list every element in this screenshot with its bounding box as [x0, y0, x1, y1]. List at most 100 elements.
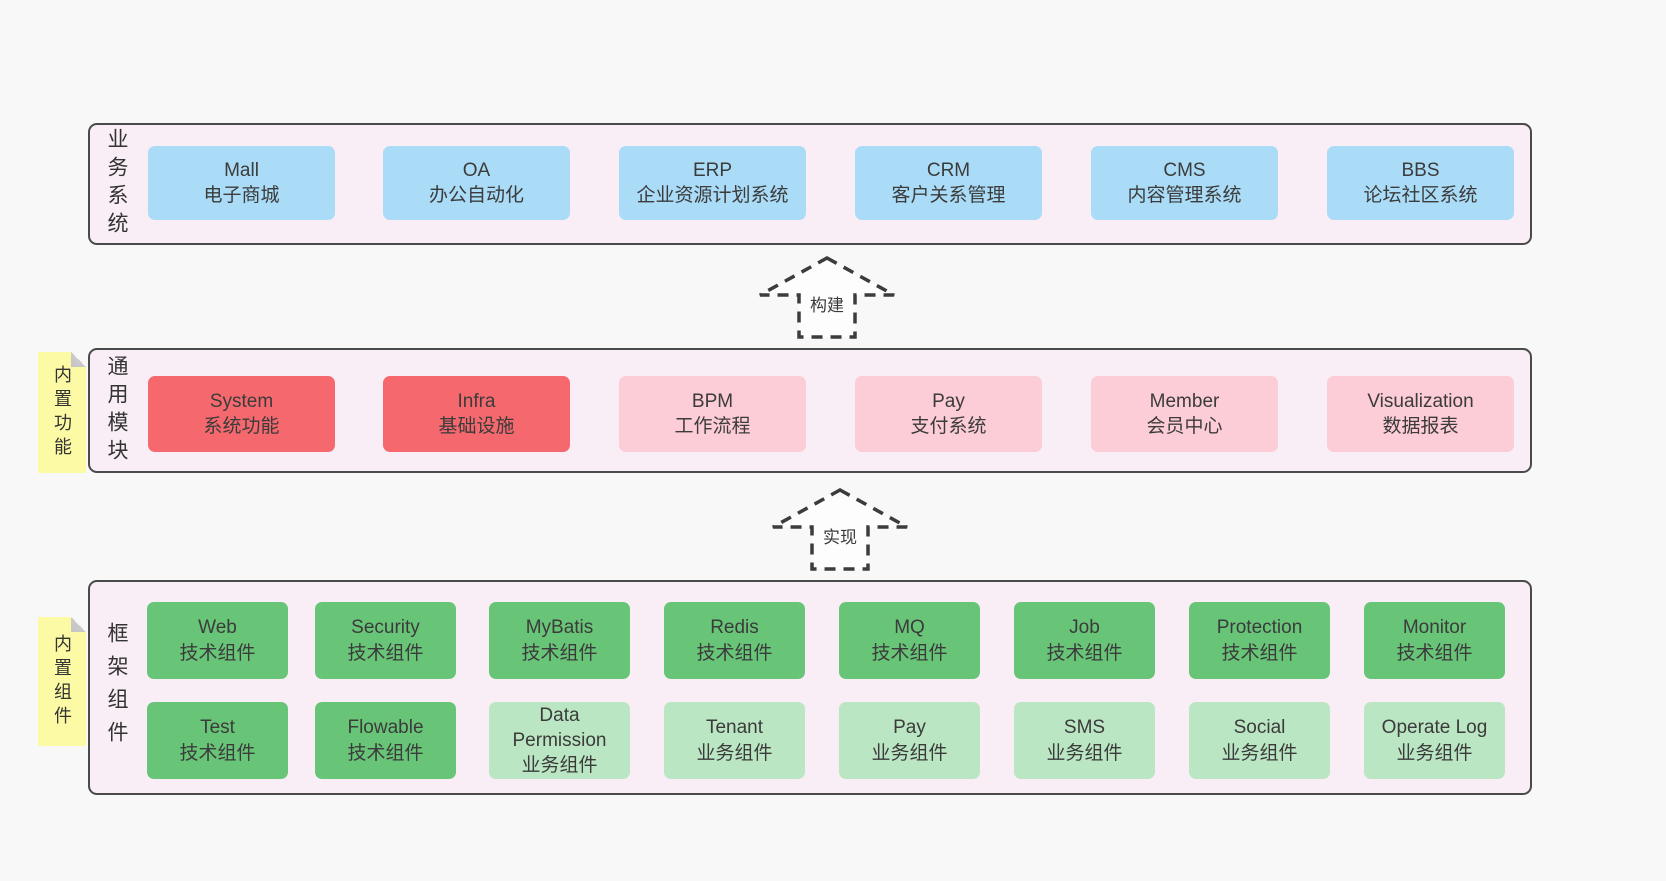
box-title: Infra — [457, 390, 496, 412]
module-box-infra: Infra 基础设施 — [383, 376, 570, 452]
box-subtitle: 电子商城 — [203, 185, 280, 206]
box-subtitle: 基础设施 — [438, 416, 515, 437]
box-subtitle: 办公自动化 — [428, 185, 524, 206]
component-box-redis: Redis 技术组件 — [664, 602, 805, 679]
component-box-test: Test 技术组件 — [147, 702, 288, 779]
module-box-member: Member 会员中心 — [1091, 376, 1278, 452]
component-box-mybatis: MyBatis 技术组件 — [489, 602, 630, 679]
band-business-systems: 业务系统 Mall 电子商城 OA 办公自动化 ERP 企业资源计划系统 CRM… — [88, 123, 1532, 245]
box-subtitle: 业务组件 — [696, 742, 773, 764]
box-subtitle: 技术组件 — [871, 642, 948, 664]
box-subtitle: 技术组件 — [1046, 642, 1123, 664]
component-box-mq: MQ 技术组件 — [839, 602, 980, 679]
box-subtitle: 业务组件 — [521, 755, 598, 777]
box-subtitle: 技术组件 — [347, 642, 424, 664]
component-box-pay: Pay 业务组件 — [839, 702, 980, 779]
arrow-implement-label: 实现 — [820, 523, 860, 548]
box-subtitle: 技术组件 — [179, 642, 256, 664]
box-subtitle: 数据报表 — [1382, 416, 1459, 437]
component-box-sms: SMS 业务组件 — [1014, 702, 1155, 779]
module-box-visualization: Visualization 数据报表 — [1327, 376, 1514, 452]
box-subtitle: 论坛社区系统 — [1363, 185, 1478, 206]
box-title: Security — [351, 617, 420, 639]
box-subtitle: 支付系统 — [910, 416, 987, 437]
arrow-implement: 实现 — [770, 487, 910, 573]
box-subtitle: 内容管理系统 — [1127, 185, 1242, 206]
system-box-bbs: BBS 论坛社区系统 — [1327, 146, 1514, 220]
sticky-note-built-in-components: 内置组件 — [38, 617, 86, 746]
folded-corner-icon — [71, 617, 86, 632]
box-title: MQ — [894, 617, 925, 639]
box-title: Pay — [893, 717, 926, 739]
box-title: System — [209, 390, 274, 412]
box-subtitle: 企业资源计划系统 — [636, 185, 789, 206]
box-subtitle: 工作流程 — [674, 416, 751, 437]
band-framework-components: 框架组件 Web 技术组件 Security 技术组件 MyBatis 技术组件… — [88, 580, 1532, 795]
box-title: Redis — [710, 617, 759, 639]
box-title: ERP — [692, 159, 733, 181]
box-title: Mall — [224, 159, 259, 181]
box-title: OA — [462, 159, 491, 181]
component-box-tenant: Tenant 业务组件 — [664, 702, 805, 779]
box-title: BBS — [1401, 159, 1440, 181]
box-title: SMS — [1063, 717, 1106, 739]
box-subtitle: 技术组件 — [347, 742, 424, 764]
system-box-oa: OA 办公自动化 — [383, 146, 570, 220]
module-box-bpm: BPM 工作流程 — [619, 376, 806, 452]
box-title: Test — [200, 717, 235, 739]
module-box-system: System 系统功能 — [148, 376, 335, 452]
system-box-mall: Mall 电子商城 — [148, 146, 335, 220]
box-title: Tenant — [705, 717, 764, 739]
box-title: Social — [1233, 717, 1286, 739]
component-box-flowable: Flowable 技术组件 — [315, 702, 456, 779]
band-label-common-modules: 通用模块 — [105, 354, 128, 467]
component-box-monitor: Monitor 技术组件 — [1364, 602, 1505, 679]
box-subtitle: 技术组件 — [1396, 642, 1473, 664]
box-title: Job — [1069, 617, 1100, 639]
component-box-social: Social 业务组件 — [1189, 702, 1330, 779]
box-subtitle: 系统功能 — [203, 416, 280, 437]
box-subtitle: 技术组件 — [1221, 642, 1298, 664]
component-box-security: Security 技术组件 — [315, 602, 456, 679]
box-subtitle: 业务组件 — [1046, 742, 1123, 764]
box-title: Flowable — [347, 717, 424, 739]
box-title: Monitor — [1402, 617, 1467, 639]
box-subtitle: 会员中心 — [1146, 416, 1223, 437]
box-title: Pay — [932, 390, 965, 412]
folded-corner-icon — [71, 352, 86, 367]
component-box-job: Job 技术组件 — [1014, 602, 1155, 679]
module-box-pay: Pay 支付系统 — [855, 376, 1042, 452]
band-label-framework-components: 框架组件 — [105, 621, 128, 754]
box-subtitle: 业务组件 — [1396, 742, 1473, 764]
arrow-build-label: 构建 — [807, 291, 847, 316]
box-title: CMS — [1163, 159, 1206, 181]
box-title: MyBatis — [525, 617, 594, 639]
component-box-data-permission: Data Permission 业务组件 — [489, 702, 630, 779]
box-subtitle: 业务组件 — [871, 742, 948, 764]
system-box-crm: CRM 客户关系管理 — [855, 146, 1042, 220]
component-box-operate-log: Operate Log 业务组件 — [1364, 702, 1505, 779]
box-title: Data Permission — [512, 704, 607, 751]
system-box-erp: ERP 企业资源计划系统 — [619, 146, 806, 220]
system-box-cms: CMS 内容管理系统 — [1091, 146, 1278, 220]
box-title: BPM — [691, 390, 734, 412]
box-title: Operate Log — [1381, 717, 1488, 739]
box-title: Protection — [1216, 617, 1303, 639]
component-box-web: Web 技术组件 — [147, 602, 288, 679]
box-title: Member — [1149, 390, 1220, 412]
sticky-note-built-in-features: 内置功能 — [38, 352, 86, 473]
box-subtitle: 技术组件 — [521, 642, 598, 664]
box-subtitle: 技术组件 — [696, 642, 773, 664]
sticky-note-text: 内置功能 — [52, 364, 72, 461]
box-subtitle: 技术组件 — [179, 742, 256, 764]
box-title: CRM — [926, 159, 971, 181]
box-title: Web — [198, 617, 237, 639]
arrow-build: 构建 — [757, 255, 897, 341]
band-label-business-systems: 业务系统 — [105, 128, 128, 240]
band-common-modules: 通用模块 System 系统功能 Infra 基础设施 BPM 工作流程 Pay… — [88, 348, 1532, 473]
box-subtitle: 客户关系管理 — [891, 185, 1006, 206]
box-title: Visualization — [1367, 390, 1474, 412]
box-subtitle: 业务组件 — [1221, 742, 1298, 764]
component-box-protection: Protection 技术组件 — [1189, 602, 1330, 679]
